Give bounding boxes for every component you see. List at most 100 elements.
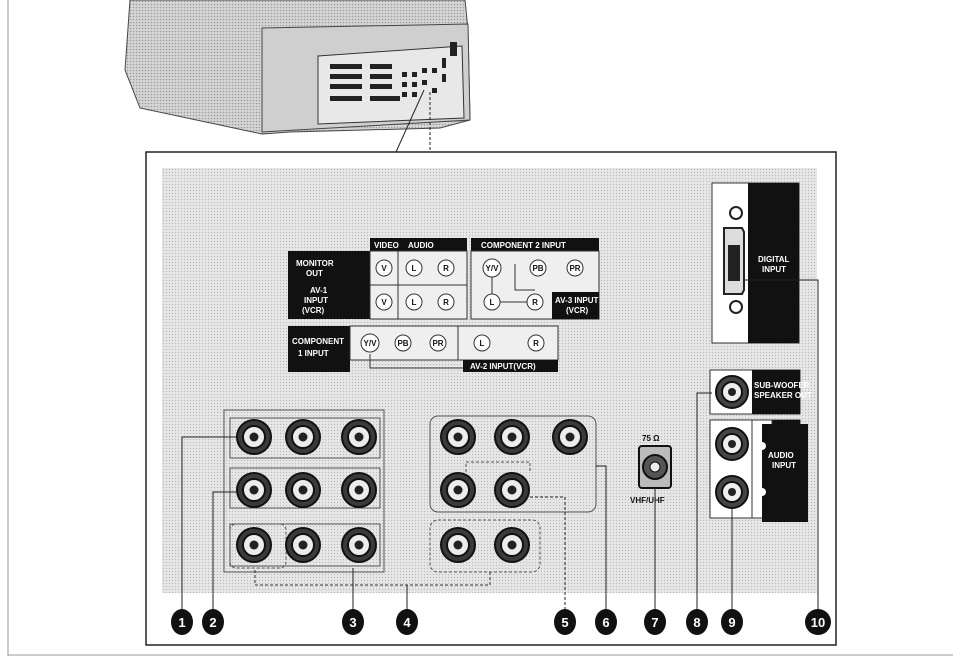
av1-label-1: AV-1 [310,286,328,295]
callout-5: 5 [554,609,576,635]
callout-number: 2 [209,615,216,630]
jack-comp1-pr: PR [429,334,447,352]
jack-av3-r: R [526,293,544,311]
callout-2: 2 [202,609,224,635]
rca-jacks [236,419,588,563]
av2-dashed-group [229,523,287,569]
rca-jack [236,527,272,563]
rca-jack [494,419,530,455]
jack-comp2-pr: PR [566,259,584,277]
callout-number: 9 [728,615,735,630]
callout-number: 10 [811,615,825,630]
callout-10: 10 [805,609,831,635]
component1-label-1: COMPONENT [292,337,344,346]
jack-av2-l: L [473,334,491,352]
callout-number: 4 [403,615,411,630]
audio-label: AUDIO [408,241,434,250]
jack-av1-r: R [437,293,455,311]
dvi-screw-bottom [729,300,743,314]
jack-monitor-r: R [437,259,455,277]
callout-markers: 1 2 3 4 5 6 7 8 9 10 [171,609,831,635]
callout-6: 6 [595,609,617,635]
callout-number: 8 [693,615,700,630]
callout-1: 1 [171,609,193,635]
rca-jack [236,419,272,455]
callout-number: 6 [602,615,609,630]
leader-line-left [395,89,425,153]
digital-input-block: DIGITAL INPUT [711,182,800,344]
svg-text:Y/V: Y/V [364,339,378,348]
audio-input-label-1: AUDIO [768,451,794,460]
svg-text:PR: PR [569,264,580,273]
svg-text:L: L [490,298,495,307]
subwoofer-label-1: SUB-WOOFER [754,381,810,390]
audio-input-label-2: INPUT [772,461,796,470]
jack-av1-l: L [405,293,423,311]
rca-jack [552,419,588,455]
callout-number: 3 [349,615,356,630]
subwoofer-label-2: SPEAKER OUT [754,391,812,400]
rca-jack [440,419,476,455]
rca-jack [285,527,321,563]
rca-jack [236,472,272,508]
svg-text:PB: PB [397,339,408,348]
video-label: VIDEO [374,241,399,250]
digital-input-label-1: DIGITAL [758,255,790,264]
callout-4: 4 [396,609,418,635]
svg-text:Y/V: Y/V [486,264,500,273]
av2-label: AV-2 INPUT(VCR) [470,362,536,371]
callout-lines [181,279,819,610]
callout-3: 3 [342,609,364,635]
callout-number: 7 [651,615,658,630]
jack-comp1-yv: Y/V [360,333,380,353]
monitor-out-label-2: OUT [306,269,323,278]
av2-bracket [254,570,491,586]
callout-number: 1 [178,615,185,630]
jack-av1-video: V [375,293,393,311]
svg-text:L: L [480,339,485,348]
audio-input-block: AUDIO INPUT [709,419,808,522]
svg-text:R: R [532,298,538,307]
svg-text:L: L [412,264,417,273]
audio-input-jack-r [715,427,749,461]
digital-input-label-2: INPUT [762,265,786,274]
jack-av3-l: L [483,293,501,311]
rca-jack [494,472,530,508]
monitor-out-label-1: MONITOR [296,259,334,268]
jack-av2-r: R [527,334,545,352]
svg-text:R: R [443,298,449,307]
rca-jack [341,472,377,508]
svg-text:PR: PR [432,339,443,348]
vhf-uhf-label: VHF/UHF [630,496,665,505]
callout-number: 5 [561,615,568,630]
av3-label-1: AV-3 INPUT [555,296,599,305]
audio-l-marker [758,488,766,496]
rca-jack [285,472,321,508]
svg-text:V: V [381,298,387,307]
callout-7: 7 [644,609,666,635]
svg-text:R: R [533,339,539,348]
rca-jack [285,419,321,455]
label-jack-circles: V L R V L R Y/V PB PR L R Y/V PB PR L R [360,258,584,353]
jack-comp2-yv: Y/V [482,258,502,278]
audio-r-marker [758,442,766,450]
av1-label-2: INPUT [304,296,328,305]
callout-9: 9 [721,609,743,635]
jack-monitor-video: V [375,259,393,277]
svg-text:V: V [381,264,387,273]
rca-jack [494,527,530,563]
svg-text:R: R [443,264,449,273]
rca-jack [341,419,377,455]
subwoofer-jack [715,375,749,409]
audio-input-jack-l [715,475,749,509]
tv-rear-thumbnail [124,0,471,135]
callout-8: 8 [686,609,708,635]
jack-comp1-pb: PB [394,334,412,352]
jack-comp2-pb: PB [529,259,547,277]
right-jack-group [429,415,597,573]
component2-label: COMPONENT 2 INPUT [481,241,566,250]
rca-jack [440,527,476,563]
svg-text:L: L [412,298,417,307]
